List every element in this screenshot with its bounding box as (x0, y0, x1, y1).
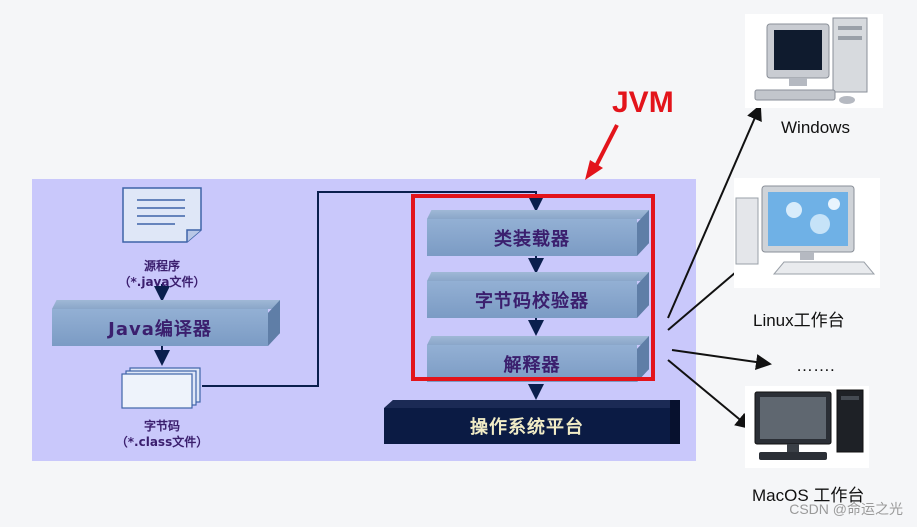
platform-others-label: ……. (796, 356, 835, 375)
bytecode-verifier-bar: 字节码校验器 (427, 272, 649, 318)
linux-computer-icon (734, 178, 880, 288)
bytecode-label: 字节码 (143, 419, 180, 433)
arrow-to-others (671, 349, 772, 370)
watermark: CSDN @命运之光 (789, 501, 903, 517)
source-sublabel: （*.java文件） (118, 275, 206, 289)
java-compiler-bar: Java编译器 (52, 300, 280, 346)
source-caption: 源程序 （*.java文件） (92, 258, 232, 290)
bytecode-files-icon (121, 367, 201, 409)
arrow-to-macos (667, 359, 752, 430)
macos-computer-icon (745, 386, 869, 468)
windows-computer-icon (745, 14, 883, 108)
java-compiler-label: Java编译器 (108, 318, 212, 340)
source-label: 源程序 (143, 259, 180, 273)
jvm-pointer-arrow (592, 124, 619, 171)
arrow-to-windows (667, 104, 762, 319)
bytecode-verifier-label: 字节码校验器 (475, 290, 589, 312)
class-loader-label: 类装载器 (494, 228, 570, 250)
bytecode-sublabel: （*.class文件） (115, 435, 209, 449)
arrow-bytecode-to-jvm (202, 191, 544, 387)
source-file-icon (122, 187, 202, 243)
jvm-title: JVM (612, 86, 674, 119)
interpreter-bar: 解释器 (427, 336, 649, 382)
platform-macos-label: MacOS 工作台 (752, 486, 865, 505)
interpreter-label: 解释器 (503, 354, 561, 376)
os-platform-bar: 操作系统平台 (384, 400, 680, 444)
os-platform-label: 操作系统平台 (470, 417, 584, 438)
class-loader-bar: 类装载器 (427, 210, 649, 256)
platform-windows-label: Windows (781, 118, 850, 137)
jvm-pointer-arrowhead (585, 160, 603, 180)
platform-linux-label: Linux工作台 (753, 311, 845, 330)
jvm-highlight-box (411, 194, 655, 381)
bytecode-caption: 字节码 （*.class文件） (92, 418, 232, 450)
